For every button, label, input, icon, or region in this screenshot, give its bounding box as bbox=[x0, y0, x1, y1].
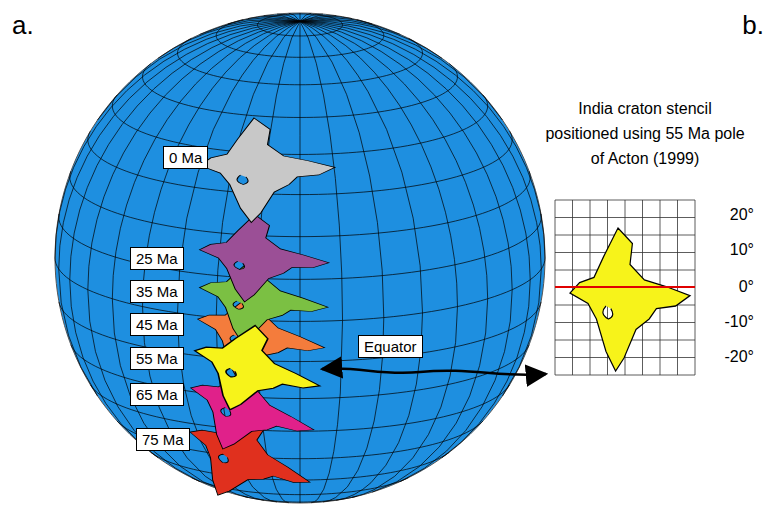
age-label: 65 Ma bbox=[130, 383, 184, 406]
india-stencils bbox=[172, 118, 335, 506]
grid-line bbox=[555, 287, 695, 288]
axis-label: 10° bbox=[700, 240, 754, 260]
equator-label: Equator bbox=[358, 335, 423, 358]
india-55ma bbox=[182, 312, 330, 431]
label-text: Equator bbox=[364, 338, 417, 355]
india-stencil bbox=[570, 228, 690, 371]
age-label: 35 Ma bbox=[130, 280, 184, 303]
india-0ma bbox=[200, 118, 335, 223]
grid-line bbox=[555, 375, 695, 376]
label-text: 55 Ma bbox=[136, 350, 178, 367]
label-text: 35 Ma bbox=[136, 283, 178, 300]
axis-label: 20° bbox=[700, 205, 754, 225]
latitude-grid bbox=[555, 200, 695, 375]
age-label: 55 Ma bbox=[130, 347, 184, 370]
axis-label: -10° bbox=[700, 312, 754, 332]
panel-letter: b. bbox=[720, 10, 764, 40]
label-text: 0 Ma bbox=[169, 149, 202, 166]
globe-sphere bbox=[55, 13, 545, 503]
axis-label: -20° bbox=[700, 347, 754, 367]
india-25ma bbox=[195, 210, 332, 309]
panel-heading: India craton stencil positioned using 55… bbox=[545, 96, 745, 171]
label-text: 25 Ma bbox=[136, 250, 178, 267]
graticule bbox=[55, 13, 545, 503]
double-arrow bbox=[322, 368, 546, 374]
label-text: 75 Ma bbox=[142, 431, 184, 448]
label-text: 45 Ma bbox=[136, 316, 178, 333]
axis-label: 0° bbox=[700, 277, 754, 297]
age-label: 75 Ma bbox=[136, 428, 190, 451]
panel-letter: a. bbox=[12, 10, 52, 40]
age-label: 0 Ma bbox=[163, 146, 208, 169]
equator-line bbox=[555, 286, 695, 288]
label-text: 65 Ma bbox=[136, 386, 178, 403]
age-label: 25 Ma bbox=[130, 247, 184, 270]
globe bbox=[55, 13, 545, 503]
age-label: 45 Ma bbox=[130, 313, 184, 336]
grid-line bbox=[555, 200, 695, 201]
grid-line bbox=[555, 217, 695, 218]
